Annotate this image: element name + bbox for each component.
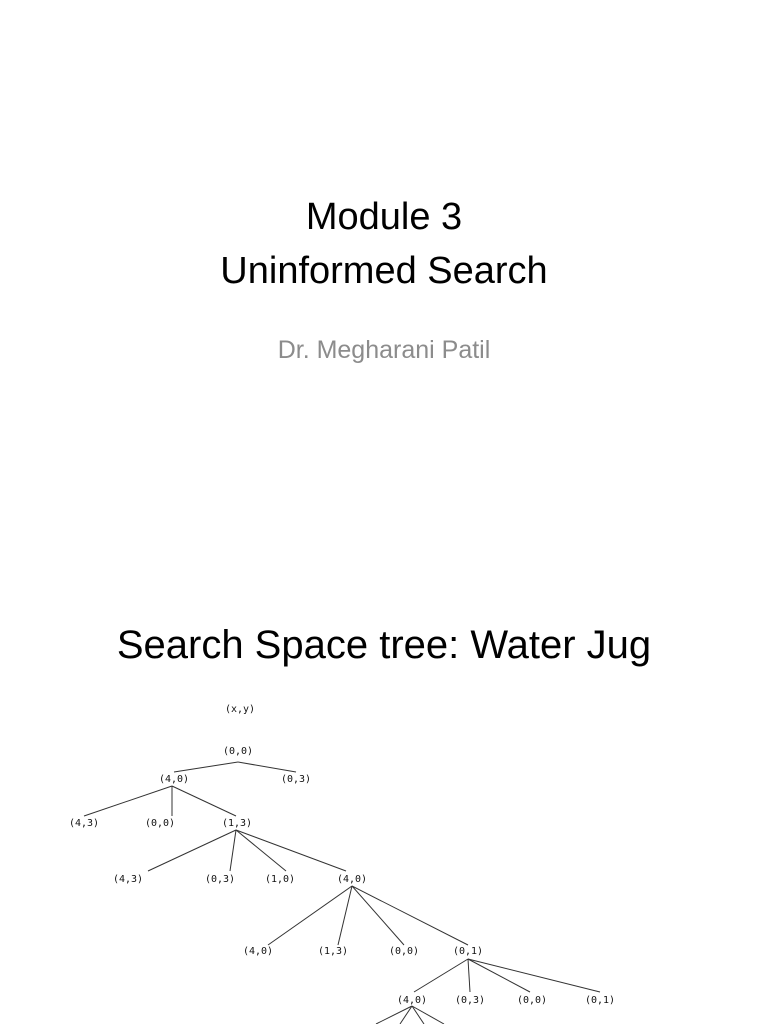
tree-edge (351, 885, 469, 946)
slide-title-block: Module 3 Uninformed Search (0, 190, 768, 298)
tree-edge (467, 958, 601, 993)
tree-edge (267, 885, 353, 946)
tree-node: (0,0) (145, 818, 175, 829)
tree-edge (235, 829, 287, 872)
tree-node: (0,3) (205, 874, 235, 885)
tree-node: (4,0) (337, 874, 367, 885)
tree-edge (351, 885, 405, 946)
tree-node: (1,3) (318, 946, 348, 957)
tree-node: (0,3) (455, 995, 485, 1006)
tree-edge (235, 829, 347, 872)
tree-edge (171, 785, 237, 817)
tree-edge (411, 1005, 445, 1024)
tree-node: (0,1) (585, 995, 615, 1006)
tree-edge (229, 829, 237, 872)
tree-edge (375, 1005, 413, 1024)
tree-edge (413, 958, 469, 993)
title-slide: Module 3 Uninformed Search Dr. Megharani… (0, 190, 768, 364)
water-jug-search-tree: (x,y) (0,0) (4,0) (0,3) (4,3) (0,0) (1,3… (69, 704, 615, 1024)
tree-node: (0,0) (389, 946, 419, 957)
tree-node: (4,3) (113, 874, 143, 885)
tree-edge (467, 958, 531, 993)
tree-node: (0,0) (517, 995, 547, 1006)
slide-heading: Search Space tree: Water Jug (116, 623, 652, 667)
tree-root-label: (x,y) (225, 704, 255, 715)
author-name: Dr. Megharani Patil (277, 336, 491, 364)
tree-edge (173, 761, 239, 773)
tree-node: (4,0) (397, 995, 427, 1006)
tree-node: (0,3) (281, 774, 311, 785)
tree-node: (1,3) (222, 818, 252, 829)
search-tree-slide: Search Space tree: Water Jug (x,y) (0,0)… (0, 580, 768, 1024)
tree-node: (4,0) (243, 946, 273, 957)
tree-edge (399, 1005, 413, 1024)
module-title: Module 3 (305, 196, 463, 238)
tree-edge (83, 785, 173, 817)
tree-node: (0,0) (223, 746, 253, 757)
tree-node: (4,0) (159, 774, 189, 785)
tree-node: (4,3) (69, 818, 99, 829)
tree-edge (237, 761, 297, 773)
tree-edge (411, 1005, 425, 1024)
tree-node: (0,1) (453, 946, 483, 957)
module-subtitle: Uninformed Search (220, 250, 548, 292)
tree-edge (147, 829, 237, 872)
tree-edge (337, 885, 353, 946)
tree-node: (1,0) (265, 874, 295, 885)
tree-edge (467, 958, 471, 993)
